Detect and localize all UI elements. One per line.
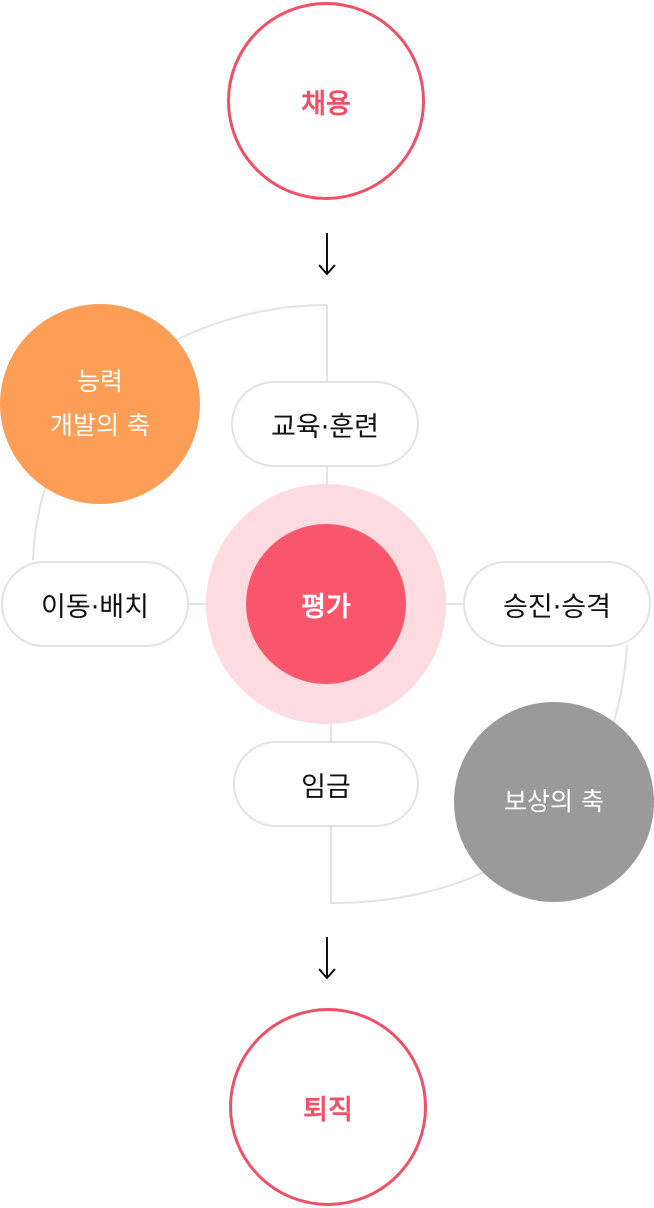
arrow-down-icon — [318, 233, 336, 276]
hiring-label: 채용 — [301, 88, 351, 120]
ability-axis-line1: 능력 — [76, 367, 123, 396]
evaluation-node: 평가 — [246, 524, 406, 684]
transfer-label: 이동·배치 — [41, 591, 149, 623]
retirement-label: 퇴직 — [303, 1094, 353, 1126]
reward-axis-label: 보상의 축 — [504, 787, 604, 816]
training-label: 교육·훈련 — [271, 411, 379, 443]
ability-axis-node: 능력 개발의 축 — [0, 304, 200, 504]
transfer-node: 이동·배치 — [1, 561, 189, 647]
evaluation-label: 평가 — [301, 591, 351, 623]
wage-label: 임금 — [301, 771, 351, 803]
promotion-node: 승진·승격 — [463, 561, 651, 647]
training-node: 교육·훈련 — [231, 381, 419, 467]
promotion-label: 승진·승격 — [503, 591, 611, 623]
ability-axis-line2: 개발의 축 — [50, 411, 150, 440]
retirement-node: 퇴직 — [229, 1008, 427, 1206]
arrow-down-icon — [318, 937, 336, 980]
hiring-node: 채용 — [227, 2, 425, 200]
reward-axis-node: 보상의 축 — [454, 702, 654, 902]
wage-node: 임금 — [233, 741, 419, 827]
